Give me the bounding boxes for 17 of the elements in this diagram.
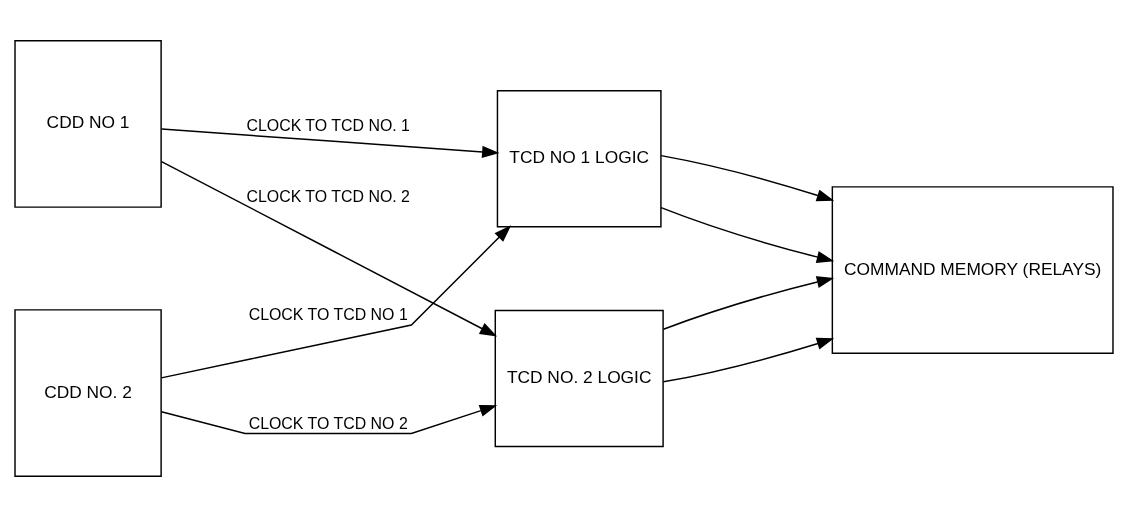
arrow (160, 160, 498, 337)
arrow (160, 225, 512, 379)
arrow (160, 404, 498, 435)
edge-label: CLOCK TO TCD NO 2 (248, 414, 408, 432)
node-box: CDD NO 1 (14, 40, 162, 208)
node-box: TCD NO. 2 LOGIC (494, 309, 664, 448)
edge-label: CLOCK TO TCD NO 1 (248, 306, 408, 324)
arrow (662, 276, 835, 330)
arrow (160, 128, 500, 158)
node-box: CDD NO. 2 (14, 309, 162, 477)
edge-label: CLOCK TO TCD NO. 2 (246, 187, 410, 205)
arrow (660, 154, 835, 202)
arrow (662, 337, 835, 383)
node-box: COMMAND MEMORY (RELAYS) (831, 186, 1114, 354)
arrow (660, 206, 835, 263)
node-box: TCD NO 1 LOGIC (496, 89, 662, 228)
edge-label: CLOCK TO TCD NO. 1 (246, 116, 410, 134)
